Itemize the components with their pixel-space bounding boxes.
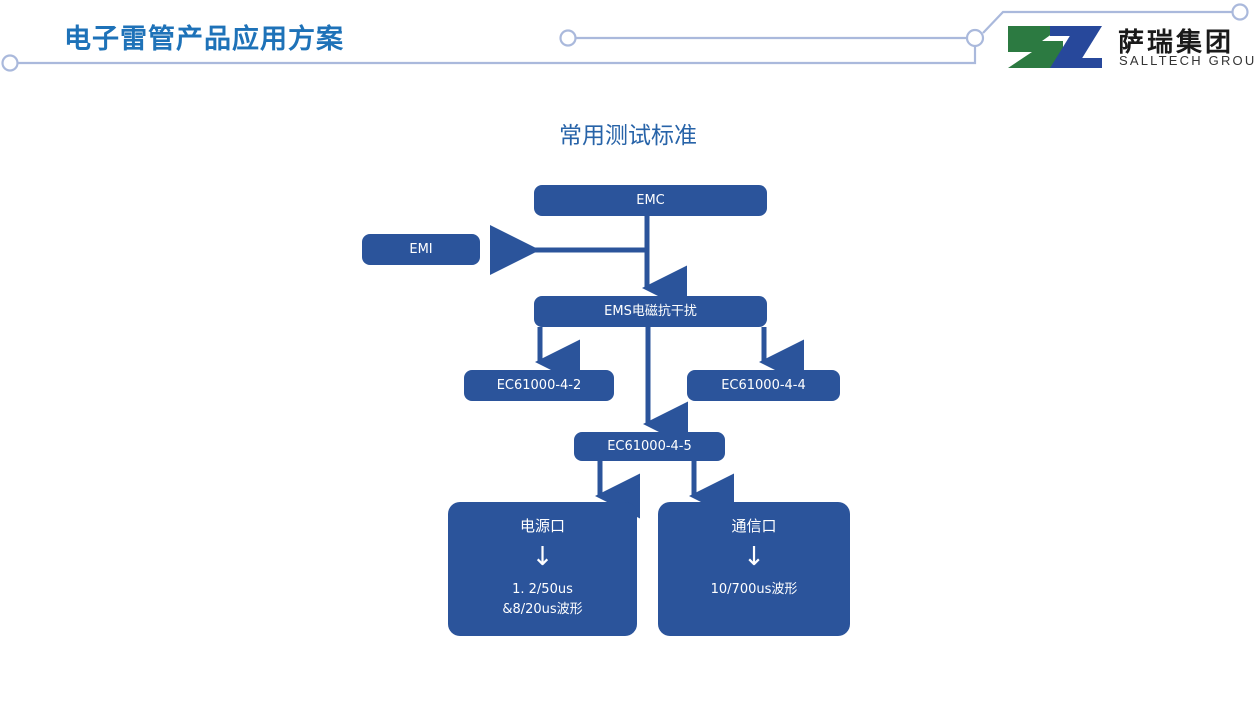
slide-header: 电子雷管产品应用方案 萨瑞集团 SALLTECH GROUP [0, 0, 1256, 90]
power-port-waveform: 1. 2/50us &8/20us波形 [502, 582, 583, 617]
flow-node-iec61000-4-2[interactable]: EC61000-4-2 [464, 370, 614, 401]
down-arrow-icon: ↓ [531, 542, 554, 573]
brand-logo: 萨瑞集团 SALLTECH GROUP [1006, 20, 1256, 76]
section-subtitle: 常用测试标准 [559, 123, 697, 149]
flow-node-power-port[interactable]: 电源口 ↓ 1. 2/50us &8/20us波形 [448, 502, 637, 636]
salltech-logo-icon [1008, 26, 1102, 68]
power-port-label: 电源口 [519, 517, 565, 535]
comm-port-waveform: 10/700us波形 [710, 582, 798, 598]
flow-node-comm-port[interactable]: 通信口 ↓ 10/700us波形 [658, 502, 850, 636]
edge-emc-to-emi [490, 216, 650, 275]
flow-node-iec61000-4-5[interactable]: EC61000-4-5 [574, 432, 725, 461]
down-arrow-icon: ↓ [743, 542, 765, 573]
comm-port-label: 通信口 [731, 517, 777, 535]
page-title: 电子雷管产品应用方案 [64, 24, 344, 55]
flow-node-emi[interactable]: EMI [362, 234, 480, 265]
logo-name-cn: 萨瑞集团 [1118, 28, 1235, 58]
flow-node-iec61000-4-4[interactable]: EC61000-4-4 [687, 370, 840, 401]
logo-name-en: SALLTECH GROUP [1119, 53, 1256, 68]
flow-node-ems[interactable]: EMS电磁抗干扰 [534, 296, 767, 327]
flow-node-emc[interactable]: EMC [534, 185, 767, 216]
header-decorative-line [1, 3, 1249, 72]
